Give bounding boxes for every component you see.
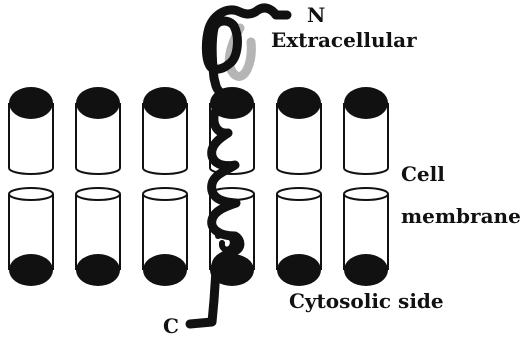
lipid-upper-head (344, 87, 388, 119)
cell-membrane-label-line1: Cell (401, 163, 445, 185)
lipid-upper-tail-arc (344, 168, 388, 174)
cytosolic-side-label: Cytosolic side (289, 290, 444, 312)
lipid-cylinder (76, 87, 120, 286)
lipid-upper-tail-arc (143, 168, 187, 174)
cell-membrane-label-line2: membrane (401, 205, 521, 227)
lipid-cylinder (9, 87, 53, 286)
lipid-upper-head (143, 87, 187, 119)
lipid-lower-tail-ellipse (143, 188, 187, 200)
n-terminus-label: N (307, 4, 325, 26)
lipid-cylinder (344, 87, 388, 286)
lipid-cylinder (143, 87, 187, 286)
lipid-lower-head (9, 254, 53, 286)
lipid-lower-head (344, 254, 388, 286)
lipid-lower-head (143, 254, 187, 286)
lipid-lower-tail-ellipse (76, 188, 120, 200)
lipid-upper-tail-arc (9, 168, 53, 174)
lipid-lower-tail-ellipse (344, 188, 388, 200)
lipid-lower-tail-ellipse (9, 188, 53, 200)
lipid-upper-tail-arc (277, 168, 321, 174)
lipid-upper-head (76, 87, 120, 119)
lipid-upper-head (277, 87, 321, 119)
lipid-lower-head (76, 254, 120, 286)
lipid-cylinder (277, 87, 321, 286)
lipid-upper-head (9, 87, 53, 119)
lipid-upper-tail-arc (76, 168, 120, 174)
lipid-lower-head (277, 254, 321, 286)
lipid-bilayer (9, 87, 388, 286)
c-terminus-label: C (163, 315, 179, 337)
lipid-lower-tail-ellipse (277, 188, 321, 200)
extracellular-label: Extracellular (271, 29, 417, 51)
